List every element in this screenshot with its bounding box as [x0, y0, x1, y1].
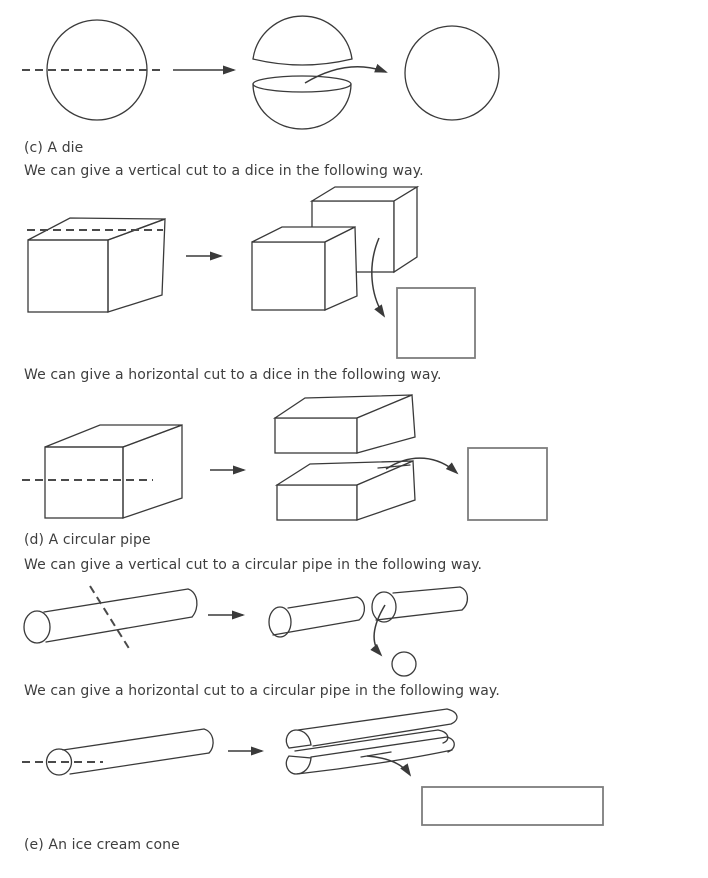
pipe-vertical-cut-figure	[23, 585, 469, 677]
item-d-label: (d) A circular pipe	[24, 532, 151, 548]
curved-arrow	[385, 457, 459, 475]
cut-dashed-line	[89, 585, 131, 651]
pipe-right-half	[371, 586, 469, 623]
dice-vertical-cut-figure	[27, 185, 476, 359]
pipe-shape	[45, 728, 214, 776]
dice-vertical-caption: We can give a vertical cut to a dice in …	[24, 163, 424, 179]
hemisphere-bottom	[252, 75, 352, 130]
hemisphere-top	[252, 15, 353, 66]
pipe-vertical-caption: We can give a vertical cut to a circular…	[24, 557, 483, 573]
cut-edge-mark	[360, 751, 392, 758]
pipe-shape	[23, 588, 198, 644]
curved-arrow	[366, 755, 412, 777]
pipe-horizontal-caption: We can give a horizontal cut to a circul…	[24, 683, 500, 699]
cut-edge-mark	[377, 464, 411, 469]
dice-horizontal-caption: We can give a horizontal cut to a dice i…	[24, 367, 442, 383]
dice-horizontal-cut-figure	[22, 394, 548, 521]
pipe-left-half	[268, 596, 366, 638]
dice-shape	[44, 424, 183, 519]
dice-bottom-slab	[274, 460, 416, 521]
dice-top-slab	[272, 394, 416, 454]
square-cross-section	[467, 447, 548, 521]
dice-front-half	[251, 225, 358, 311]
circle-cross-section	[404, 25, 500, 121]
square-cross-section	[396, 287, 476, 359]
pipe-top-trough	[285, 708, 458, 749]
sphere-cut-figure	[22, 15, 500, 130]
dice-shape	[27, 217, 166, 313]
rectangle-cross-section	[421, 786, 604, 826]
circle-cross-section	[391, 651, 417, 677]
curved-arrow	[304, 63, 388, 84]
item-c-label: (c) A die	[24, 140, 84, 156]
pipe-bottom-trough	[285, 729, 455, 775]
item-e-label: (e) An ice cream cone	[24, 837, 180, 853]
curved-arrow	[370, 604, 386, 657]
curved-arrow	[371, 237, 386, 318]
pipe-horizontal-cut-figure	[22, 708, 604, 826]
